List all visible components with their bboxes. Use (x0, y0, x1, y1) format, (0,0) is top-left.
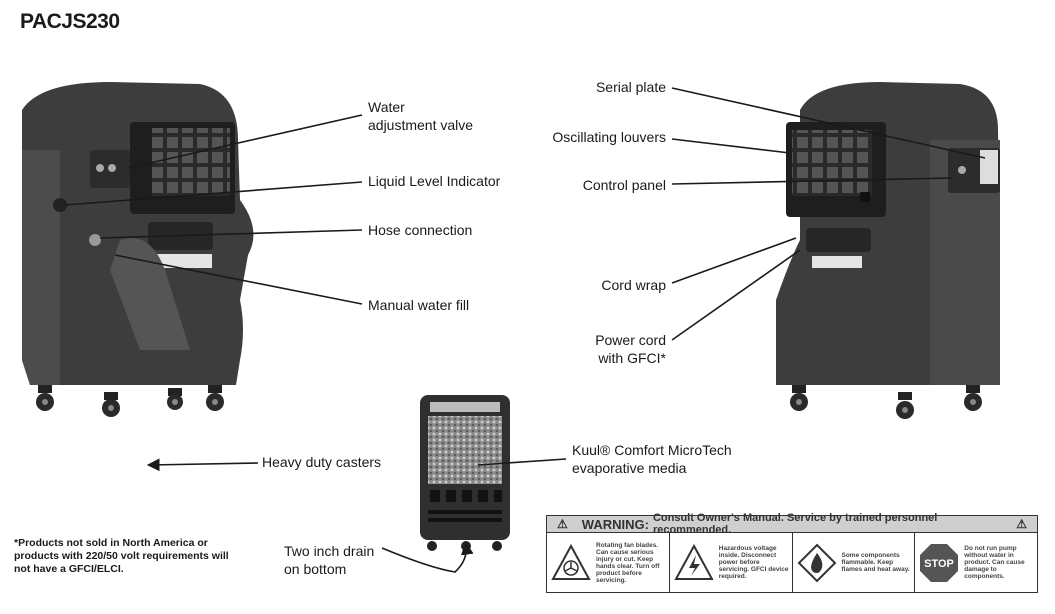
caster (167, 388, 183, 410)
warning-triangle-icon: ⚠ (557, 517, 568, 531)
label-water-valve: Water adjustment valve (368, 99, 474, 133)
caster (790, 385, 808, 411)
warning-cell-flammable: Some components flammable. Keep flames a… (793, 533, 916, 592)
rotating-fan-icon (550, 542, 592, 584)
caster (964, 385, 982, 411)
high-voltage-icon (673, 542, 715, 584)
label-hose-connection: Hose connection (368, 222, 473, 238)
warning-cell-voltage: Hazardous voltage inside. Disconnect pow… (670, 533, 793, 592)
cooler-front-view (22, 82, 254, 417)
warning-header: ⚠ WARNING: Consult Owner's Manual. Servi… (547, 512, 1037, 536)
warning-label: ⚠ WARNING: Consult Owner's Manual. Servi… (546, 512, 1038, 593)
label-serial-plate: Serial plate (595, 79, 666, 95)
warning-cell-fan: Rotating fan blades. Can cause serious i… (547, 533, 670, 592)
warning-cell-stop: STOP Do not run pump without water in pr… (915, 533, 1037, 592)
cooler-back-view (420, 395, 510, 551)
footnote: *Products not sold in North America or p… (14, 537, 229, 575)
label-control-panel: Control panel (582, 177, 666, 193)
label-casters: Heavy duty casters (262, 454, 382, 470)
caster (896, 392, 914, 419)
cooler-side-view (776, 82, 1000, 419)
label-liquid-level: Liquid Level Indicator (368, 173, 501, 189)
warning-triangle-icon: ⚠ (1016, 517, 1027, 531)
page-title: PACJS230 (20, 10, 120, 33)
label-evaporative-media: Kuul® Comfort MicroTech evaporative medi… (572, 442, 732, 476)
stop-icon: STOP (918, 542, 960, 584)
caster (206, 385, 224, 411)
label-drain: Two inch drain on bottom (284, 543, 375, 577)
flammable-icon (796, 542, 838, 584)
label-cord-wrap: Cord wrap (601, 277, 666, 293)
caster (102, 392, 120, 417)
leader-lines (64, 87, 986, 573)
caster (36, 385, 54, 411)
label-manual-fill: Manual water fill (368, 297, 470, 313)
svg-text:STOP: STOP (924, 558, 954, 570)
label-louvers: Oscillating louvers (552, 129, 666, 145)
label-power-cord: Power cord with GFCI* (595, 332, 666, 366)
